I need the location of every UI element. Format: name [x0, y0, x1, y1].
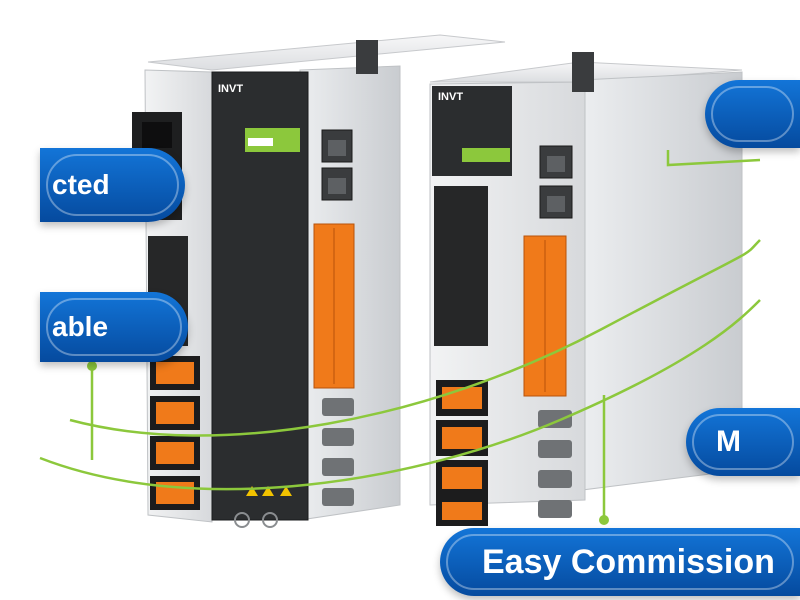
- left-brand-label: INVT: [218, 83, 243, 95]
- callout-scalable: able: [40, 292, 188, 362]
- left-ethernet-ports: [321, 129, 353, 201]
- callout-multi-label: M: [716, 425, 741, 458]
- left-encoder-ports: [322, 398, 354, 506]
- right-orange-terminals: [436, 380, 488, 526]
- right-brand-label: INVT: [438, 91, 463, 103]
- left-warning-icons: [246, 486, 292, 496]
- connector-dot: [87, 361, 97, 371]
- right-display-label: [462, 148, 510, 162]
- callout-connected-label: cted: [52, 169, 110, 200]
- right-ethernet-ports: [539, 145, 573, 219]
- callout-connected: cted: [40, 148, 185, 222]
- callout-multi: M: [686, 408, 800, 476]
- callout-top-right: [705, 80, 800, 148]
- servo-drive-right: INVT: [356, 40, 743, 526]
- left-top-bracket: [356, 40, 378, 74]
- connector-dot: [599, 515, 609, 525]
- right-encoder-ports: [538, 410, 572, 518]
- callout-easy-commissioning-label: Easy Commission: [482, 542, 775, 581]
- connector-lines: [39, 150, 761, 520]
- callout-easy-commissioning: Easy Commission: [440, 528, 800, 596]
- right-top-bracket: [572, 52, 594, 92]
- right-terminal-block: [434, 186, 488, 346]
- callout-scalable-label: able: [52, 311, 109, 342]
